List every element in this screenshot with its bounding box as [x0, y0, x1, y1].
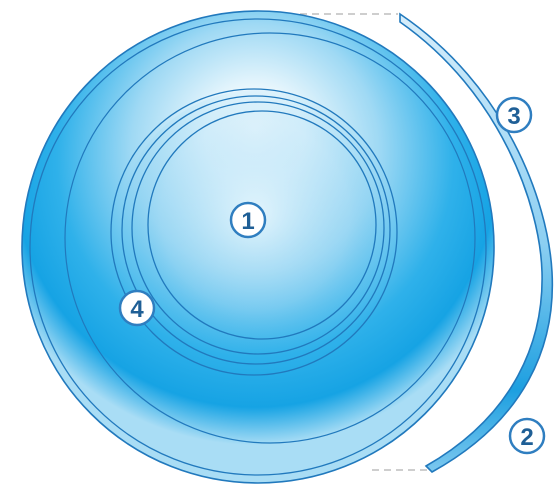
callout-2: 2	[510, 419, 544, 453]
callout-1: 1	[231, 203, 265, 237]
callout-3: 3	[497, 98, 531, 132]
callout-2-label: 2	[520, 424, 533, 451]
callout-4-label: 4	[130, 296, 144, 323]
callout-1-label: 1	[241, 208, 254, 235]
callout-3-label: 3	[507, 103, 520, 130]
callout-4: 4	[120, 291, 154, 325]
